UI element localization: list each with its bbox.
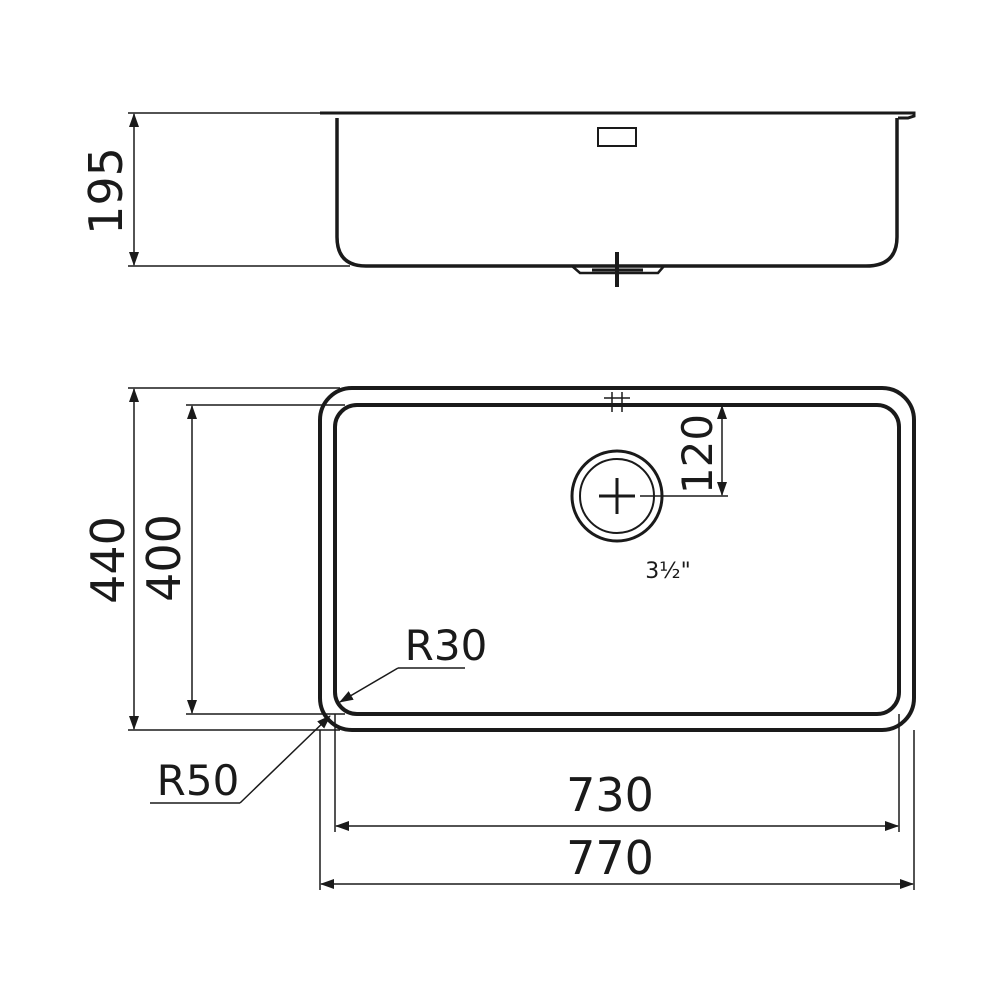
outer-rim xyxy=(318,386,916,732)
inner-depth-dimension xyxy=(186,404,345,715)
side-view-rim xyxy=(320,111,916,120)
drain-offset-dimension xyxy=(640,404,728,497)
inner-depth-label: 400 xyxy=(137,514,191,602)
outer-width-dimension xyxy=(319,730,915,890)
drain-offset-label: 120 xyxy=(673,414,722,494)
outer-depth-label: 440 xyxy=(81,516,135,604)
side-view xyxy=(320,111,916,287)
outer-radius-label: R50 xyxy=(157,756,240,805)
inner-width-label: 730 xyxy=(566,768,654,822)
inner-width-dimension xyxy=(334,714,900,832)
top-view xyxy=(318,386,916,732)
outer-depth-dimension xyxy=(128,387,340,731)
drain-size-label: 3½" xyxy=(645,559,690,584)
inner-bowl xyxy=(333,403,901,716)
side-view-basin xyxy=(335,118,899,268)
height-dimension xyxy=(128,112,350,267)
overflow-slot xyxy=(597,127,637,147)
inner-radius-label: R30 xyxy=(405,621,488,670)
outer-width-label: 770 xyxy=(566,831,654,885)
height-dimension-label: 195 xyxy=(79,147,133,235)
inner-radius-leader xyxy=(339,667,465,703)
outer-radius-leader xyxy=(150,715,331,804)
